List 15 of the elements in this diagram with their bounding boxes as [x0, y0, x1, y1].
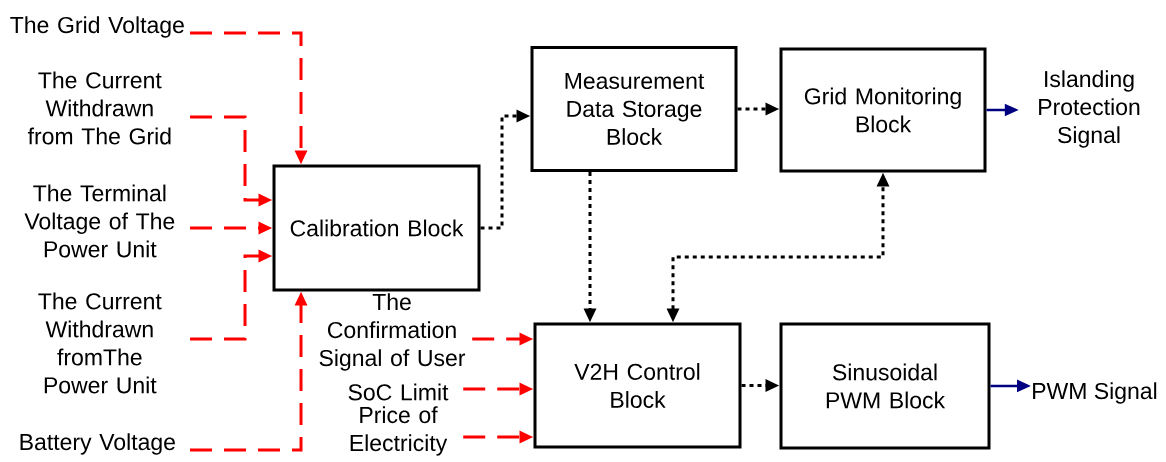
- block-box: Measurement Data Storage Block: [530, 46, 738, 172]
- signal-label: The Current Withdrawn fromThe Power Unit: [38, 292, 162, 394]
- signal-label: SoC Limit: [348, 383, 449, 401]
- block-box: V2H Control Block: [533, 322, 742, 449]
- signal-label: The Terminal Voltage of The Power Unit: [24, 184, 175, 258]
- signal-label: Islanding Protection Signal: [1039, 70, 1140, 148]
- signal-label: Price of Electricity: [350, 406, 448, 456]
- signal-label: The Grid Voltage: [10, 16, 184, 38]
- signal-label: Battery Voltage: [20, 433, 175, 455]
- signal-label: PWM Signal: [1033, 382, 1157, 404]
- signal-label: The Current Withdrawn from The Grid: [27, 71, 171, 145]
- block-box: Calibration Block: [272, 164, 481, 292]
- block-box: Grid Monitoring Block: [779, 47, 987, 173]
- signal-label: The Confirmation Signal of User: [319, 293, 466, 371]
- block-box: Sinusoidal PWM Block: [779, 322, 991, 450]
